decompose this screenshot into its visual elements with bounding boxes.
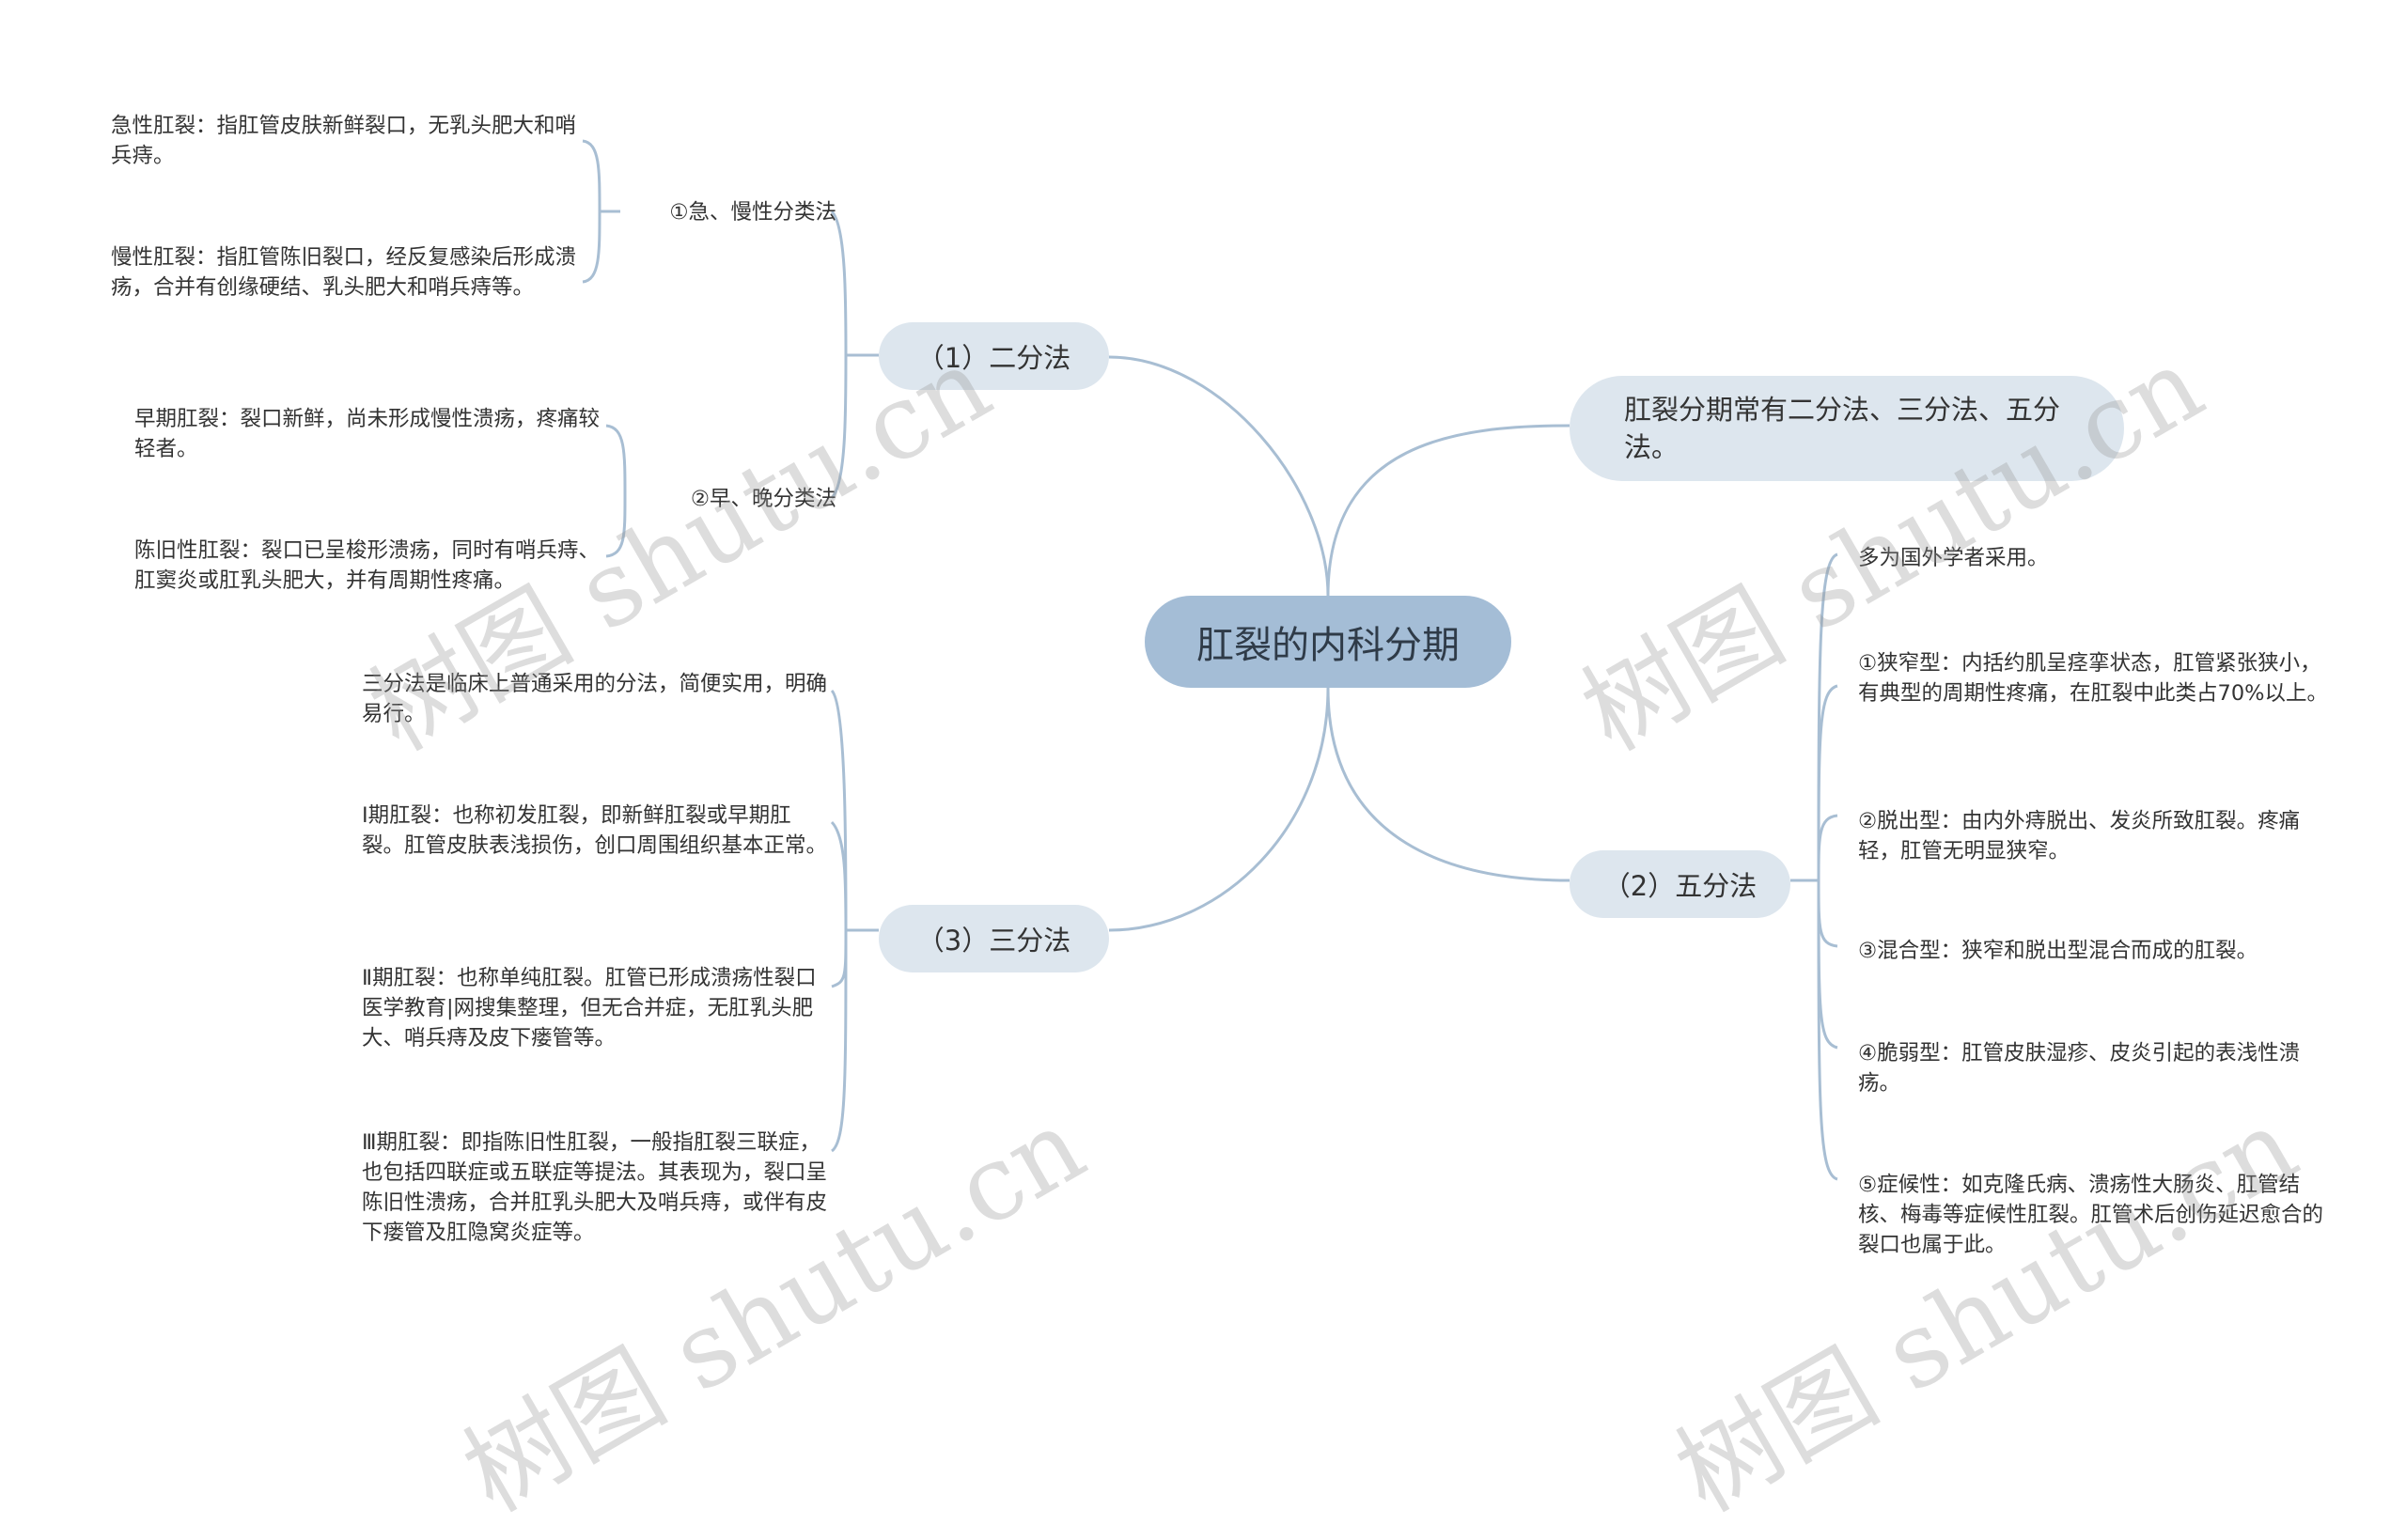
five-item: 多为国外学者采用。	[1858, 546, 2049, 570]
three-division-node[interactable]: （3）三分法	[879, 905, 1109, 972]
three-item: Ⅱ期肛裂：也称单纯肛裂。肛管已形成溃疡性裂口医学教育|网搜集整理，但无合并症，无…	[362, 966, 817, 1050]
five-item: ①狭窄型：内括约肌呈痉挛状态，肛管紧张狭小，有典型的周期性疼痛，在肛裂中此类占7…	[1858, 651, 2329, 706]
five-item: ③混合型：狭窄和脱出型混合而成的肛裂。	[1858, 939, 2258, 963]
five-item: ④脆弱型：肛管皮肤湿疹、皮炎引起的表浅性溃疡。	[1858, 1041, 2301, 1096]
old-fissure-text: 陈旧性肛裂：裂口已呈梭形溃疡，同时有哨兵痔、肛窦炎或肛乳头肥大，并有周期性疼痛。	[134, 538, 601, 593]
acute-chronic-method[interactable]: ①急、慢性分类法	[669, 200, 836, 225]
three-item: Ⅲ期肛裂：即指陈旧性肛裂，一般指肛裂三联症，也包括四联症或五联症等提法。其表现为…	[362, 1130, 828, 1245]
three-item: Ⅰ期肛裂：也称初发肛裂，即新鲜肛裂或早期肛裂。肛管皮肤表浅损伤，创口周围组织基本…	[362, 803, 828, 858]
five-division-node[interactable]: （2）五分法	[1570, 850, 1790, 918]
five-item: ⑤症候性：如克隆氏病、溃疡性大肠炎、肛管结核、梅毒等症候性肛裂。肛管术后创伤延迟…	[1858, 1173, 2324, 1257]
two-division-node[interactable]: （1）二分法	[879, 322, 1109, 390]
acute-fissure-text: 急性肛裂：指肛管皮肤新鲜裂口，无乳头肥大和哨兵痔。	[111, 114, 577, 168]
connector-lines	[582, 139, 1838, 1181]
three-item: 三分法是临床上普通采用的分法，简便实用，明确易行。	[362, 672, 828, 726]
root-topic[interactable]: 肛裂的内科分期	[1145, 596, 1511, 688]
early-fissure-text: 早期肛裂：裂口新鲜，尚未形成慢性溃疡，疼痛较轻者。	[134, 407, 601, 461]
chronic-fissure-text: 慢性肛裂：指肛管陈旧裂口，经反复感染后形成溃疡，合并有创缘硬结、乳头肥大和哨兵痔…	[111, 245, 577, 300]
five-item: ②脱出型：由内外痔脱出、发炎所致肛裂。疼痛轻，肛管无明显狭窄。	[1858, 809, 2301, 863]
summary-node[interactable]: 肛裂分期常有二分法、三分法、五分法。	[1570, 376, 2124, 481]
early-late-method[interactable]: ②早、晚分类法	[690, 487, 836, 511]
